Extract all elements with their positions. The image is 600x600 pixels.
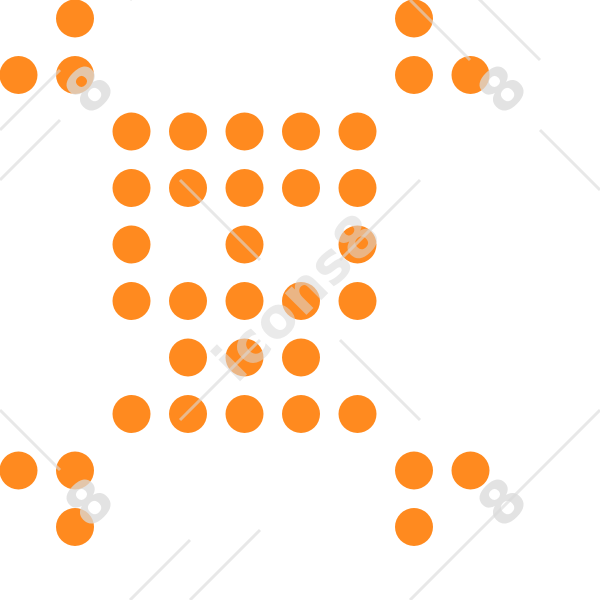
skull-dot — [225, 225, 264, 264]
skull-dot — [225, 395, 264, 433]
skull-dot — [338, 169, 377, 207]
skull-dot — [338, 225, 377, 264]
skull-dot — [282, 395, 320, 433]
crossbone-dot — [451, 56, 490, 94]
crossbone-dot — [56, 451, 94, 490]
skull-dots — [112, 112, 377, 433]
crossbone-dot — [451, 451, 490, 490]
skull-dot — [282, 169, 320, 207]
skull-dot — [225, 169, 264, 207]
skull-dot — [169, 282, 207, 320]
skull-dot — [112, 282, 151, 320]
crossbone-dot — [338, 112, 377, 151]
crossbone-dot — [338, 395, 377, 433]
crossbone-dot — [112, 395, 151, 433]
crossbone-dot — [395, 508, 433, 546]
crossbone-dot — [0, 451, 38, 490]
skull-dot — [169, 338, 207, 377]
skull-dot — [225, 282, 264, 320]
crossbone-dot — [395, 56, 433, 94]
crossbone-dot — [56, 508, 94, 546]
crossbone-dot — [395, 451, 433, 490]
skull-dot — [169, 112, 207, 151]
skull-dot — [225, 112, 264, 151]
skull-dot — [282, 338, 320, 377]
skull-dot — [169, 395, 207, 433]
crossbones-dots — [0, 0, 490, 546]
crossbone-dot — [112, 112, 151, 151]
skull-dot — [282, 282, 320, 320]
skull-dot — [169, 169, 207, 207]
skull-dot — [112, 225, 151, 264]
skull-dot — [225, 338, 264, 377]
crossbone-dot — [56, 56, 94, 94]
crossbone-dot — [395, 0, 433, 38]
skull-dot — [282, 112, 320, 151]
skull-dot — [112, 169, 151, 207]
crossbone-dot — [0, 56, 38, 94]
crossbone-dot — [56, 0, 94, 38]
skull-dot — [338, 282, 377, 320]
